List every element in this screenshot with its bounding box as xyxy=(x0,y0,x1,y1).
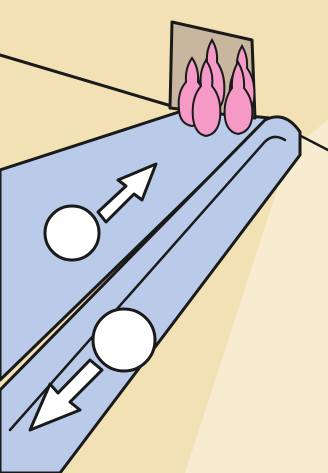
bowling-ball xyxy=(45,206,99,260)
return-ball xyxy=(93,309,155,371)
